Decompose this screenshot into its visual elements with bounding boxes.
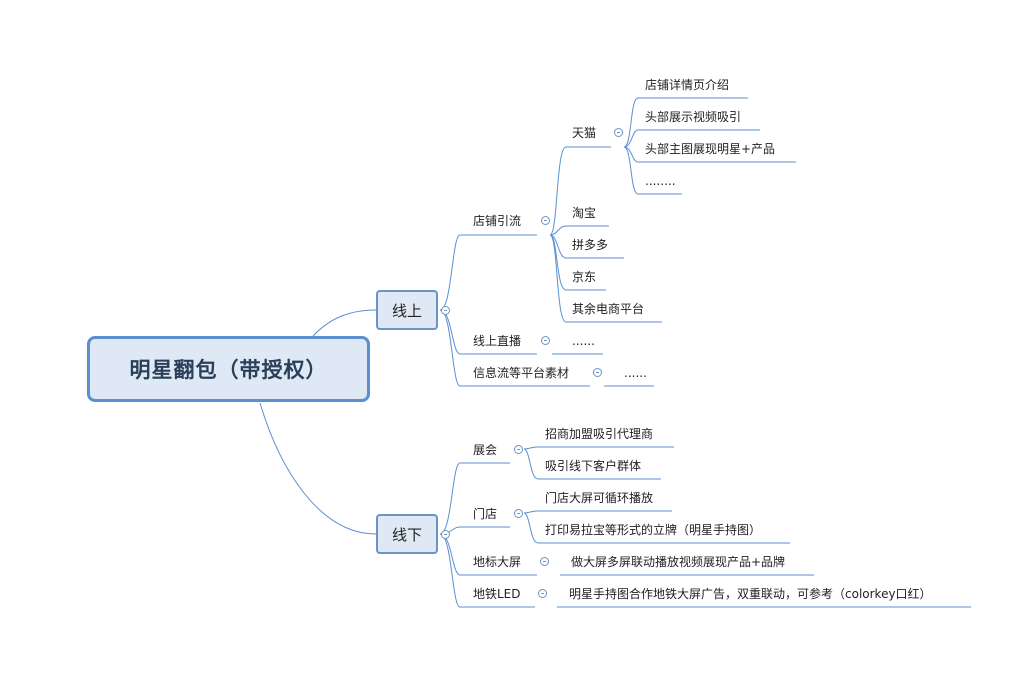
topic-offline[interactable]: 线下: [376, 514, 438, 554]
topic-tmall-item-2[interactable]: 头部展示视频吸引: [645, 110, 742, 124]
topic-live-child[interactable]: ......: [572, 334, 595, 348]
topic-offline-label: 线下: [391, 525, 422, 544]
topic-store-item-1[interactable]: 门店大屏可循环播放: [545, 491, 654, 505]
link-root-online: [312, 309, 377, 337]
topic-other-platforms[interactable]: 其余电商平台: [572, 302, 645, 316]
topic-store[interactable]: 门店: [473, 507, 498, 521]
topic-tmall-item-3[interactable]: 头部主图展现明星+产品: [645, 142, 776, 156]
topic-metro-child[interactable]: 明星手持图合作地铁大屏广告，双重联动，可参考（colorkey口红）: [569, 587, 932, 601]
collapse-tmall-icon[interactable]: [614, 128, 623, 137]
link-online-live: [439, 309, 461, 355]
link-online-feed: [439, 309, 461, 387]
topic-metro[interactable]: 地铁LED: [473, 587, 521, 601]
topic-expo[interactable]: 展会: [473, 443, 498, 457]
topic-store-item-2[interactable]: 打印易拉宝等形式的立牌（明星手持图）: [545, 523, 762, 537]
root-topic[interactable]: 明星翻包（带授权）: [87, 336, 370, 402]
topic-expo-item-2[interactable]: 吸引线下客户群体: [545, 459, 642, 473]
topic-tmall-item-1[interactable]: 店铺详情页介绍: [645, 78, 730, 92]
collapse-expo-icon[interactable]: [514, 445, 523, 454]
collapse-metro-icon[interactable]: [538, 589, 547, 598]
topic-tmall-item-4[interactable]: ........: [645, 174, 676, 188]
topic-feed[interactable]: 信息流等平台素材: [473, 366, 570, 380]
topic-shop-traffic[interactable]: 店铺引流: [473, 214, 522, 228]
collapse-store-icon[interactable]: [514, 509, 523, 518]
topic-live[interactable]: 线上直播: [473, 334, 522, 348]
collapse-feed-icon[interactable]: [593, 368, 602, 377]
collapse-online-icon[interactable]: [441, 306, 450, 315]
topic-online-label: 线上: [391, 301, 422, 320]
topic-landmark-child[interactable]: 做大屏多屏联动播放视频展现产品+品牌: [571, 555, 786, 569]
topic-taobao[interactable]: 淘宝: [572, 206, 597, 220]
collapse-landmark-icon[interactable]: [540, 557, 549, 566]
link-root-offline: [259, 402, 377, 535]
collapse-offline-icon[interactable]: [441, 530, 450, 539]
topic-online[interactable]: 线上: [376, 290, 438, 330]
collapse-shop-traffic-icon[interactable]: [541, 216, 550, 225]
topic-landmark[interactable]: 地标大屏: [473, 555, 522, 569]
topic-jd[interactable]: 京东: [572, 270, 597, 284]
topic-tmall[interactable]: 天猫: [572, 126, 597, 140]
collapse-live-icon[interactable]: [541, 336, 550, 345]
root-topic-label: 明星翻包（带授权）: [129, 358, 328, 382]
topic-expo-item-1[interactable]: 招商加盟吸引代理商: [545, 427, 654, 441]
topic-pinduoduo[interactable]: 拼多多: [572, 238, 609, 252]
topic-feed-child[interactable]: ......: [624, 366, 647, 380]
link-online-shop: [439, 234, 461, 311]
